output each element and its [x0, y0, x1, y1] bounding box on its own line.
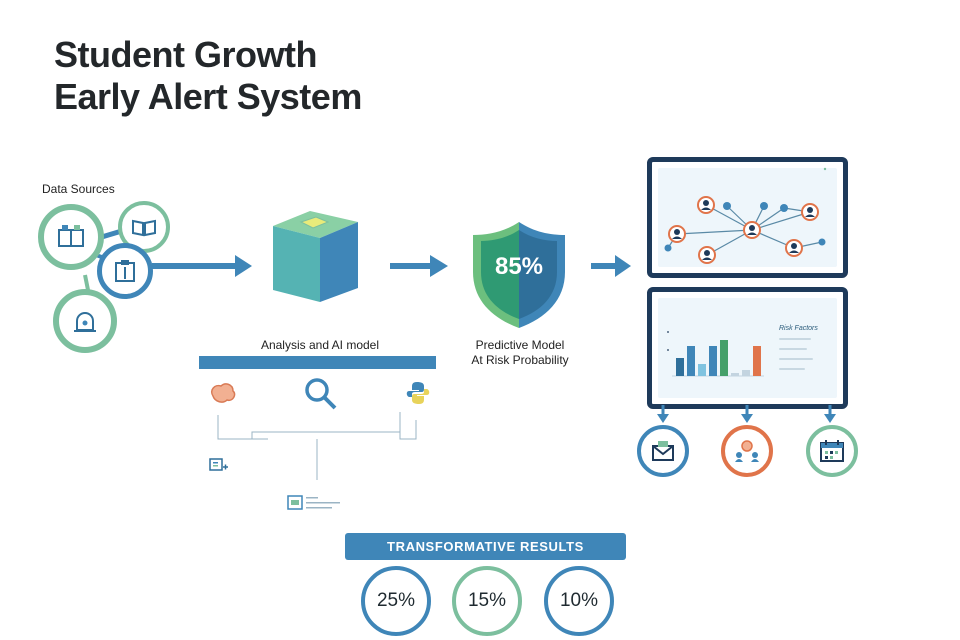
result-stat-2: 15%: [452, 566, 522, 636]
ai-model-cube-icon: [273, 211, 358, 302]
arrow-to-prediction: [390, 255, 448, 277]
chart-bar: [687, 346, 695, 376]
people-meeting-icon: [735, 440, 759, 462]
title-line-1: Student Growth: [54, 34, 317, 75]
action-schedule: [806, 425, 858, 477]
analysis-connector-lines: [217, 412, 417, 480]
open-book-icon: [132, 219, 156, 237]
alarm-icon: [74, 312, 96, 332]
data-source-mis: [38, 204, 104, 270]
data-sources-label: Data Sources: [42, 182, 115, 196]
chart-bar: [742, 370, 750, 376]
prediction-label-line-1: Predictive Model: [475, 338, 565, 352]
result-stat-1: 25%: [361, 566, 431, 636]
prediction-label: Predictive Model At Risk Probability: [440, 338, 600, 368]
data-source-behavior: [53, 289, 117, 353]
brain-icon: [210, 383, 236, 403]
page-title: Student Growth Early Alert System: [54, 34, 362, 118]
legend-line: [779, 338, 811, 340]
analysis-label: Analysis and AI model: [260, 338, 380, 352]
python-icon: [406, 382, 430, 404]
risk-bar-chart: [667, 331, 764, 377]
risk-probability-value: 85%: [494, 253, 544, 280]
node-icon: [664, 196, 826, 264]
action-arrows: [657, 405, 836, 423]
action-intervention-meeting: [721, 425, 773, 477]
books-icon: [58, 225, 84, 247]
student-network-graph: [664, 167, 827, 264]
chart-bar: [698, 364, 706, 376]
envelope-icon: [652, 441, 674, 461]
shield-icon: [473, 222, 565, 328]
chart-axis-dot: [667, 331, 669, 333]
analysis-bar: [199, 356, 436, 369]
risk-factors-title: Risk Factors: [779, 325, 818, 332]
data-source-attendance: [97, 243, 153, 299]
clipboard-icon: [115, 260, 135, 282]
calendar-icon: [820, 440, 844, 462]
result-stat-3: 10%: [544, 566, 614, 636]
arrow-to-dashboard: [591, 255, 631, 277]
chart-bar: [709, 346, 717, 376]
chart-bar: [731, 373, 739, 376]
title-line-2: Early Alert System: [54, 76, 362, 117]
chart-bar: [676, 358, 684, 376]
results-banner: TRANSFORMATIVE RESULTS: [345, 533, 626, 560]
chat-icon: [209, 458, 228, 471]
report-icon: [287, 495, 340, 510]
magnifier-icon: [305, 378, 337, 410]
legend-line: [779, 358, 813, 360]
legend-line: [779, 348, 807, 350]
chart-bar: [720, 340, 728, 376]
prediction-label-line-2: At Risk Probability: [471, 353, 569, 367]
legend-line: [779, 368, 805, 370]
chart-bar: [753, 346, 761, 376]
chart-axis-dot: [667, 349, 669, 351]
action-email-alert: [637, 425, 689, 477]
